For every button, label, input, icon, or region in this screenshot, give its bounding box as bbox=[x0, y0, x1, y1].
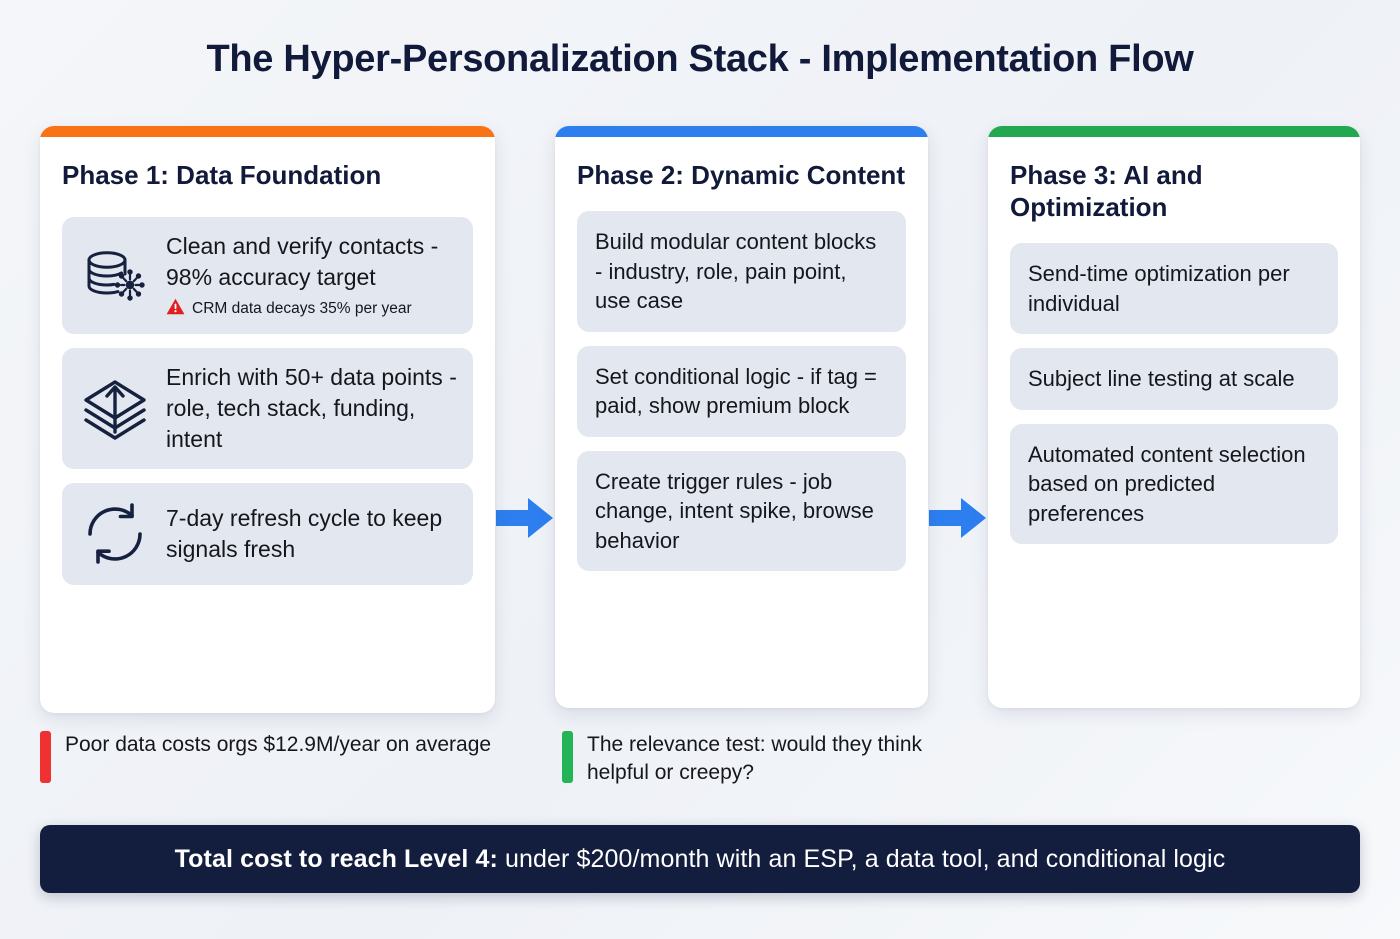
phase-1-title: Phase 1: Data Foundation bbox=[62, 160, 382, 190]
phase-3-items: Send-time optimization per individual Su… bbox=[1010, 243, 1338, 545]
footnote-2-text: The relevance test: would they think hel… bbox=[587, 733, 923, 784]
arrow-cell-2 bbox=[928, 126, 988, 714]
footnote-1-accent-bar bbox=[40, 731, 51, 783]
refresh-cycle-icon bbox=[78, 497, 152, 571]
phase-2-item-1-text: Build modular content blocks - industry,… bbox=[595, 229, 877, 314]
phase-2-item-2-text: Set conditional logic - if tag = paid, s… bbox=[595, 363, 877, 419]
phase-card-3: Phase 3: AI and Optimization Send-time o… bbox=[988, 126, 1360, 708]
phase-2-accent-bar bbox=[555, 126, 928, 137]
phase-2-items: Build modular content blocks - industry,… bbox=[577, 211, 906, 571]
phase-2-body: Phase 2: Dynamic Content Build modular c… bbox=[555, 137, 928, 708]
phase-3-accent-bar bbox=[988, 126, 1360, 137]
phase-2-item-3[interactable]: Create trigger rules - job change, inten… bbox=[577, 450, 906, 571]
phase-1-item-1-note: CRM data decays 35% per year bbox=[166, 298, 457, 321]
phase-3-title: Phase 3: AI and Optimization bbox=[1010, 160, 1203, 223]
phase-2-title: Phase 2: Dynamic Content bbox=[577, 160, 905, 190]
phase-3-item-3-text: Automated content selection based on pre… bbox=[1028, 441, 1306, 526]
phase-2-item-2[interactable]: Set conditional logic - if tag = paid, s… bbox=[577, 345, 906, 437]
phase-2-item-3-text: Create trigger rules - job change, inten… bbox=[595, 468, 874, 553]
phase-columns: Phase 1: Data Foundation bbox=[40, 126, 1360, 714]
arrow-right-icon bbox=[929, 495, 987, 546]
layers-up-arrow-icon bbox=[78, 372, 152, 446]
total-cost-value: under $200/month with an ESP, a data too… bbox=[497, 844, 1226, 873]
arrow-cell-1 bbox=[495, 126, 555, 714]
footnote-1: Poor data costs orgs $12.9M/year on aver… bbox=[40, 731, 510, 783]
phase-2-item-1[interactable]: Build modular content blocks - industry,… bbox=[577, 211, 906, 332]
phase-1-item-1-note-text: CRM data decays 35% per year bbox=[192, 299, 412, 317]
phase-1-item-2[interactable]: Enrich with 50+ data points - role, tech… bbox=[62, 348, 473, 469]
arrow-right-icon bbox=[496, 495, 554, 546]
phase-3-item-3[interactable]: Automated content selection based on pre… bbox=[1010, 423, 1338, 545]
phase-3-item-1[interactable]: Send-time optimization per individual bbox=[1010, 243, 1338, 335]
phase-3-item-2[interactable]: Subject line testing at scale bbox=[1010, 348, 1338, 410]
footnote-2: The relevance test: would they think hel… bbox=[562, 731, 962, 787]
phase-1-items: Clean and verify contacts - 98% accuracy… bbox=[62, 217, 473, 585]
phase-1-item-2-text: Enrich with 50+ data points - role, tech… bbox=[166, 364, 457, 453]
phase-3-item-2-text: Subject line testing at scale bbox=[1028, 366, 1295, 392]
phase-card-2: Phase 2: Dynamic Content Build modular c… bbox=[555, 126, 928, 708]
page-title: The Hyper-Personalization Stack - Implem… bbox=[206, 38, 1194, 80]
footnotes: Poor data costs orgs $12.9M/year on aver… bbox=[40, 731, 1360, 801]
phase-1-item-1-content: Clean and verify contacts - 98% accuracy… bbox=[166, 231, 457, 320]
phase-1-body: Phase 1: Data Foundation bbox=[40, 137, 495, 713]
database-network-icon bbox=[78, 239, 152, 313]
phase-1-item-3-text: 7-day refresh cycle to keep signals fres… bbox=[166, 505, 443, 562]
total-cost-label: Total cost to reach Level 4: bbox=[174, 844, 498, 873]
phase-card-1: Phase 1: Data Foundation bbox=[40, 126, 495, 713]
phase-1-item-1-text: Clean and verify contacts - 98% accuracy… bbox=[166, 233, 439, 291]
footnote-1-text: Poor data costs orgs $12.9M/year on aver… bbox=[65, 733, 492, 756]
phase-1-accent-bar bbox=[40, 126, 495, 137]
footnote-2-accent-bar bbox=[562, 731, 573, 783]
phase-1-item-1[interactable]: Clean and verify contacts - 98% accuracy… bbox=[62, 217, 473, 335]
phase-3-item-1-text: Send-time optimization per individual bbox=[1028, 261, 1290, 316]
total-cost-banner: Total cost to reach Level 4: under $200/… bbox=[40, 825, 1360, 893]
phase-3-body: Phase 3: AI and Optimization Send-time o… bbox=[988, 137, 1360, 708]
phase-1-item-3[interactable]: 7-day refresh cycle to keep signals fres… bbox=[62, 482, 473, 585]
warning-triangle-icon bbox=[166, 298, 185, 321]
total-cost-banner-text: Total cost to reach Level 4: under $200/… bbox=[175, 845, 1226, 874]
